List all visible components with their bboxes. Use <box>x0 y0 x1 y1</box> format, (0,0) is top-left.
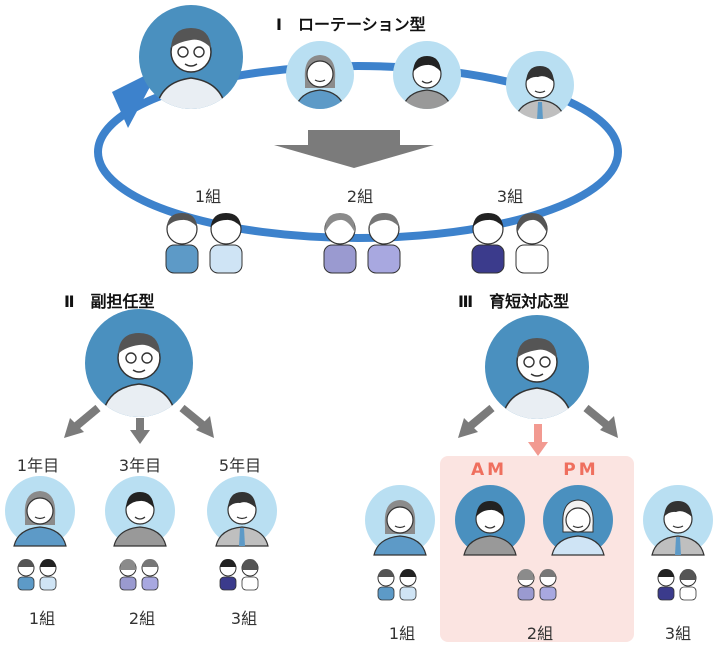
student-pair-icon <box>17 559 57 591</box>
sub-title: Ⅱ 副担任型 <box>64 292 155 311</box>
short-students <box>377 569 697 601</box>
short-class-2-label: 2組 <box>526 624 554 643</box>
sub-class-1-label: 1組 <box>28 609 56 628</box>
rotation-section: Ⅰ ローテーション型 <box>0 0 713 280</box>
short-class-3-label: 3組 <box>664 624 692 643</box>
rotation-ellipse <box>94 62 622 242</box>
teacher-female-icon <box>5 476 75 547</box>
arrow-down-left-icon <box>64 404 101 438</box>
sub-class-3-label: 3組 <box>230 609 258 628</box>
student-icon <box>165 213 199 274</box>
arrow-down-icon <box>130 418 150 444</box>
student-pair-icon <box>517 569 557 601</box>
sub-grade-1-label: 1年目 <box>16 456 60 475</box>
student-pair-icon <box>377 569 417 601</box>
teacher-male-icon <box>105 476 175 547</box>
short-section: Ⅲ 育短対応型 AM <box>360 280 713 645</box>
student-icon <box>367 213 401 274</box>
short-class-1-label: 1組 <box>388 624 416 643</box>
student-pair-icon <box>119 559 159 591</box>
sub-main-teacher-avatar <box>84 308 194 418</box>
rotation-class-1-label: 1組 <box>194 187 222 206</box>
rotation-class-3-label: 3組 <box>496 187 524 206</box>
teacher-suit-icon <box>506 51 574 119</box>
sub-arrows <box>64 404 214 444</box>
rotation-main-teacher-avatar <box>138 4 244 110</box>
rotation-students-class-1 <box>165 213 243 274</box>
rotation-students-class-3 <box>471 213 549 274</box>
sub-teachers <box>5 476 277 547</box>
teacher-male-icon <box>455 485 525 556</box>
rotation-title: Ⅰ ローテーション型 <box>276 15 426 34</box>
sub-section: Ⅱ 副担任型 1年目 3年目 <box>0 280 360 645</box>
short-teachers <box>365 485 713 556</box>
teacher-icon <box>85 309 193 417</box>
short-main-teacher-avatar <box>484 314 590 420</box>
arrow-down-left-icon <box>458 404 495 438</box>
sub-students <box>17 559 259 591</box>
student-icon <box>323 213 357 274</box>
teacher-suit-icon <box>207 476 277 547</box>
teacher-male-icon <box>393 41 461 109</box>
rotation-teacher-1-avatar <box>285 40 355 110</box>
student-pair-icon <box>657 569 697 601</box>
sub-grade-3-label: 5年目 <box>218 456 262 475</box>
short-pm-label: PM <box>563 460 599 480</box>
teacher-female-icon <box>286 41 354 109</box>
short-title: Ⅲ 育短対応型 <box>458 292 570 311</box>
teacher-icon <box>139 5 243 109</box>
teacher-icon <box>485 315 589 419</box>
sub-class-2-label: 2組 <box>128 609 156 628</box>
arrow-down-right-icon <box>583 404 618 438</box>
short-am-label: AM <box>470 460 508 480</box>
rotation-students-class-2 <box>323 213 401 274</box>
student-icon <box>471 213 505 274</box>
rotation-class-2-label: 2組 <box>346 187 374 206</box>
teacher-female-icon <box>365 485 435 556</box>
arrow-down-right-icon <box>179 404 214 438</box>
rotation-teacher-2-avatar <box>392 40 462 110</box>
rotation-down-arrow <box>274 130 434 168</box>
sub-grade-2-label: 3年目 <box>118 456 162 475</box>
teacher-elder-icon <box>543 485 613 556</box>
arrow-down-pink-icon <box>528 424 548 456</box>
rotation-teacher-3-avatar <box>505 50 575 120</box>
teacher-suit-icon <box>643 485 713 556</box>
student-icon <box>515 213 549 274</box>
short-arrows <box>458 404 618 456</box>
student-icon <box>209 213 243 274</box>
student-pair-icon <box>219 559 259 591</box>
